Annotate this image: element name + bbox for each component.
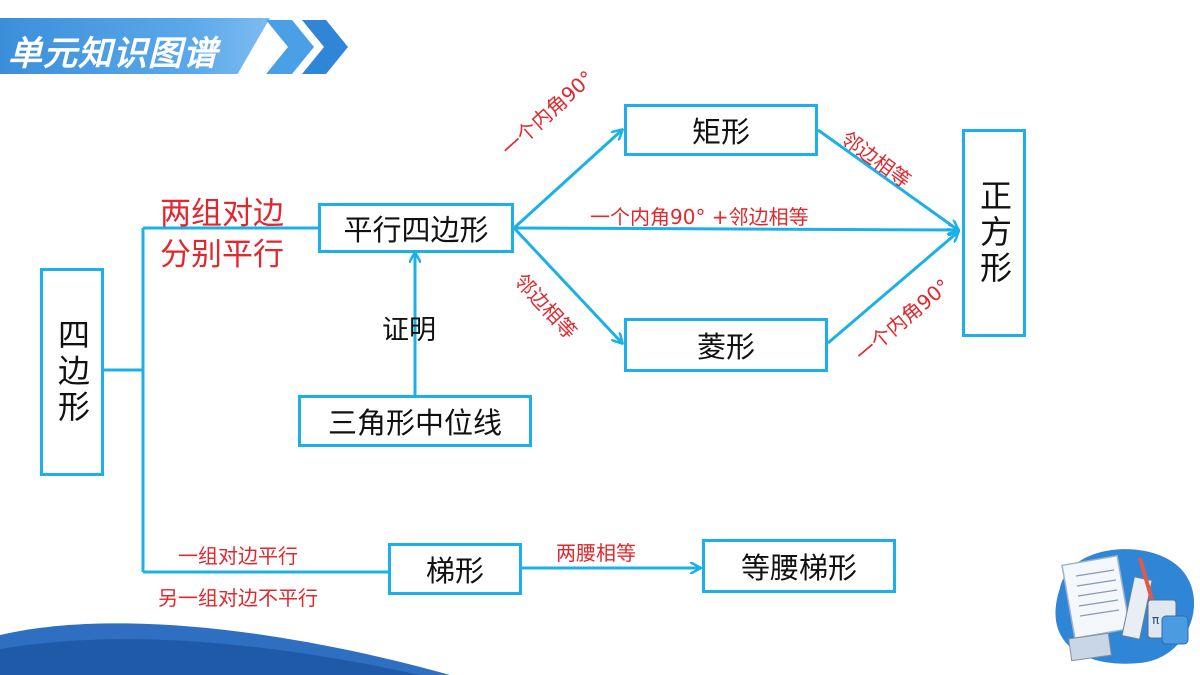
node-isosceles-trapezoid-label: 等腰梯形: [740, 551, 857, 585]
label-two-pairs-opposite-sides: 两组对边: [160, 196, 284, 232]
node-trapezoid: 梯形: [388, 543, 522, 595]
math-study-illustration-icon: π: [1055, 549, 1195, 664]
bottom-wave-decoration: [0, 623, 450, 675]
node-rhombus-label: 菱形: [696, 330, 755, 364]
label-proof: 证明: [382, 315, 436, 346]
node-parallelogram: 平行四边形: [318, 203, 514, 253]
edge-parallelogram-to-rhombus: [512, 226, 622, 343]
edge-rhombus-to-square: [827, 232, 958, 345]
edge-parallelogram-to-rectangle: [512, 130, 622, 230]
label-other-pair-not-parallel: 另一组对边不平行: [158, 586, 318, 610]
edge-rectangle-to-square: [817, 128, 958, 230]
page-title: 单元知识图谱: [8, 34, 218, 74]
label-two-legs-equal: 两腰相等: [556, 541, 636, 565]
node-isosceles-trapezoid: 等腰梯形: [702, 539, 896, 593]
node-triangle-midline: 三角形中位线: [298, 395, 532, 447]
label-one-pair-parallel: 一组对边平行: [178, 544, 298, 568]
banner-background: [0, 18, 270, 74]
node-square: 正方形: [962, 129, 1026, 337]
edge-parallelogram-to-square: [513, 228, 958, 230]
header-banner: 单元知识图谱: [0, 18, 290, 74]
label-parallelogram-to-square: 一个内角90° +邻边相等: [590, 205, 809, 229]
svg-text:π: π: [1152, 613, 1159, 627]
node-quadrilateral: 四边形: [40, 268, 104, 476]
label-respectively-parallel: 分别平行: [160, 237, 284, 273]
node-rectangle: 矩形: [624, 104, 818, 156]
node-square-label: 正方形: [975, 179, 1013, 287]
node-parallelogram-label: 平行四边形: [343, 213, 489, 247]
node-quadrilateral-label: 四边形: [53, 318, 91, 426]
node-rectangle-label: 矩形: [691, 115, 750, 149]
node-rhombus: 菱形: [624, 318, 828, 372]
node-triangle-midline-label: 三角形中位线: [327, 406, 502, 440]
double-chevron-right-icon: [266, 20, 348, 74]
node-trapezoid-label: 梯形: [425, 554, 484, 588]
